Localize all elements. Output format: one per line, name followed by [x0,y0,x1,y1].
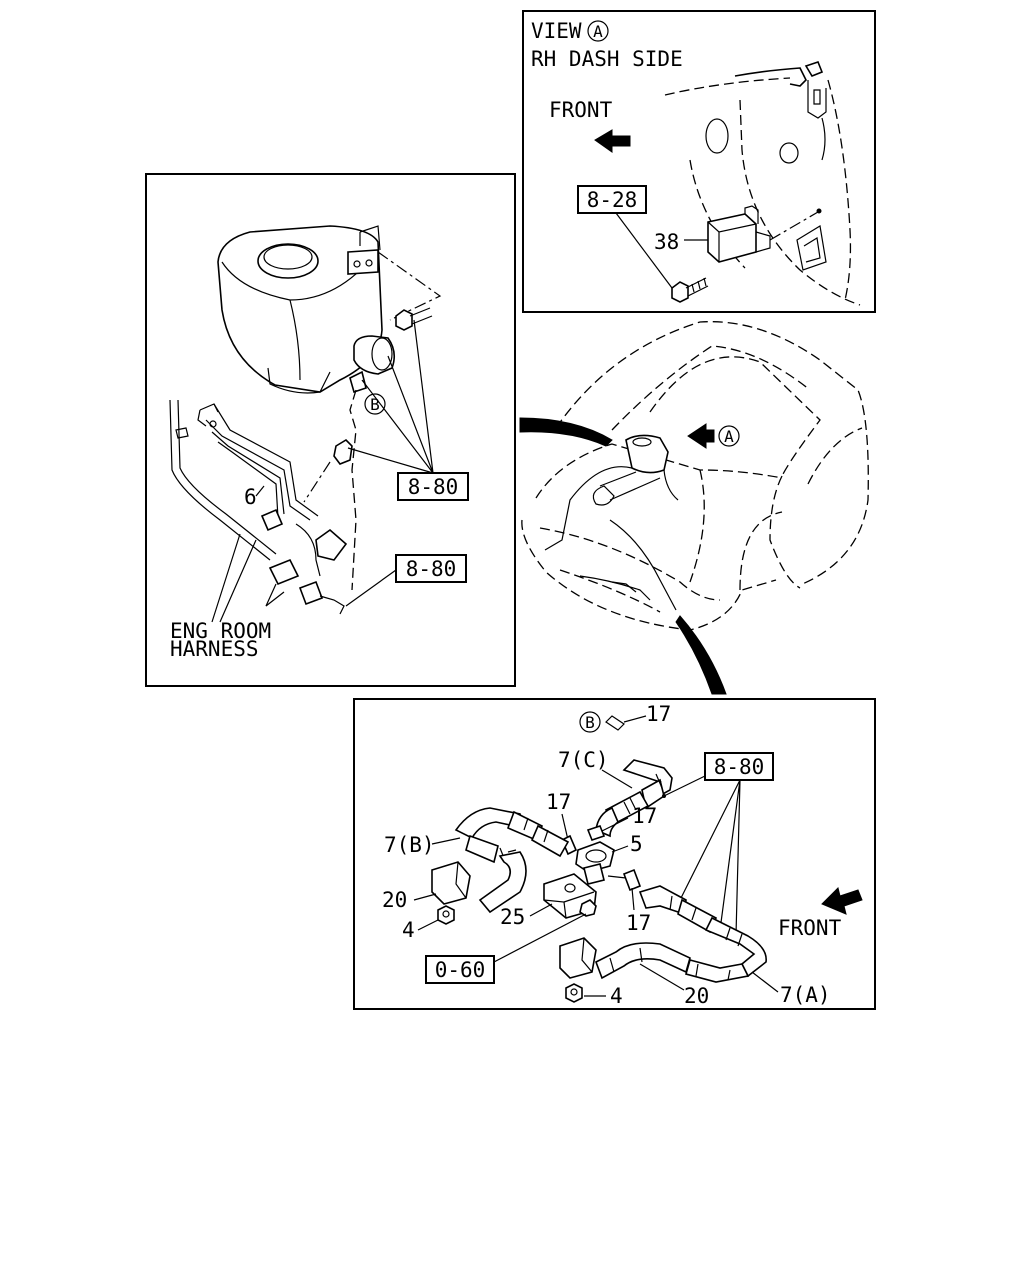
view-a-marker-letter: A [593,22,603,41]
dash-hole-2 [779,142,799,164]
part-38-label: 38 [654,230,679,254]
view-a-subtitle: RH DASH SIDE [531,47,683,71]
clip-17-top [605,715,625,731]
harness-label-line1: ENG ROOM [170,619,271,643]
ref-8-28-box [577,185,647,214]
part-20-right: 20 [684,984,709,1008]
hose-front-arrow [821,887,863,915]
windshield [649,356,821,477]
hose-front-label: FRONT [778,916,842,940]
dash-top-edge [664,77,791,96]
ref-0-60: 0-60 [435,958,486,982]
hose-7b [454,807,570,914]
washer-pump [349,335,396,394]
view-a-marker: A [587,20,609,42]
part-17-mid: 17 [632,804,657,828]
part-7a-label: 7(A) [780,983,831,1007]
tank-marker-b [364,393,386,415]
bracket-25 [543,873,597,919]
nozzle-20-right [559,937,597,1003]
view-a-frame [522,10,876,313]
dash-mount-tab [796,225,827,271]
part-4-right: 4 [610,984,623,1008]
part-6-label: 6 [244,485,257,509]
hose-frame [353,698,876,1010]
curved-arrow-upper [519,417,613,447]
curved-arrow-lower [675,615,727,695]
view-a-front-arrow [594,129,631,153]
ref-0-60-box [425,955,495,984]
part-25-label: 25 [500,905,525,929]
washer-tank [217,225,383,394]
harness-label-line2: HARNESS [170,637,259,661]
part-17-top: 17 [646,702,671,726]
part-5-label: 5 [630,832,643,856]
hose-marker-b [579,711,601,733]
bumper [521,519,777,631]
part-7c-label: 7(C) [558,748,609,772]
view-a-front-label: FRONT [549,98,613,122]
nut-4-right [565,983,583,1003]
nozzle-20-left [431,861,471,925]
relay-38 [707,205,771,263]
hose-panel: B 17 7(C) 8-80 17 17 5 [353,698,876,1010]
nut-4-left [437,905,455,925]
hose-ref-880: 8-80 [714,755,765,779]
view-a-arrow [687,423,715,449]
tank-ref-2-box [395,554,467,583]
part-17-left: 17 [546,790,571,814]
tank-bolt [395,307,433,331]
vehicle-roof [555,321,869,586]
view-a-title: VIEW [531,19,582,43]
part-17-low: 17 [626,911,651,935]
tank-ref-2: 8-80 [406,557,457,581]
view-a-panel: VIEW A RH DASH SIDE FRONT [522,10,876,313]
vehicle-tank [625,434,669,474]
vehicle-marker-a-letter: A [724,427,734,446]
hose-7a [638,885,767,983]
dash-side-edge [739,99,861,306]
tank-panel: B 6 8-80 8-80 ENG [145,173,516,687]
dash-hole-1 [705,118,729,154]
part-20-left: 20 [382,888,407,912]
joint-5 [575,841,615,885]
tank-ref-1: 8-80 [408,475,459,499]
clip-17-mid [586,825,606,841]
screw [671,277,709,303]
bracket-6 [197,403,319,521]
hose-20-right [594,942,691,980]
tank-frame [145,173,516,687]
part-7b-label: 7(B) [384,833,435,857]
hose-ref-880-box [704,752,774,781]
vehicle-marker-a [718,425,740,447]
clip-17-low [622,868,642,892]
vehicle-overview: A [519,321,869,695]
harness-clip [333,438,353,465]
harness-connector [268,558,300,586]
tank-marker-b-letter: B [370,395,380,414]
part-4-left: 4 [402,918,415,942]
ref-8-28: 8-28 [587,188,638,212]
hose-marker-b-letter: B [585,713,595,732]
